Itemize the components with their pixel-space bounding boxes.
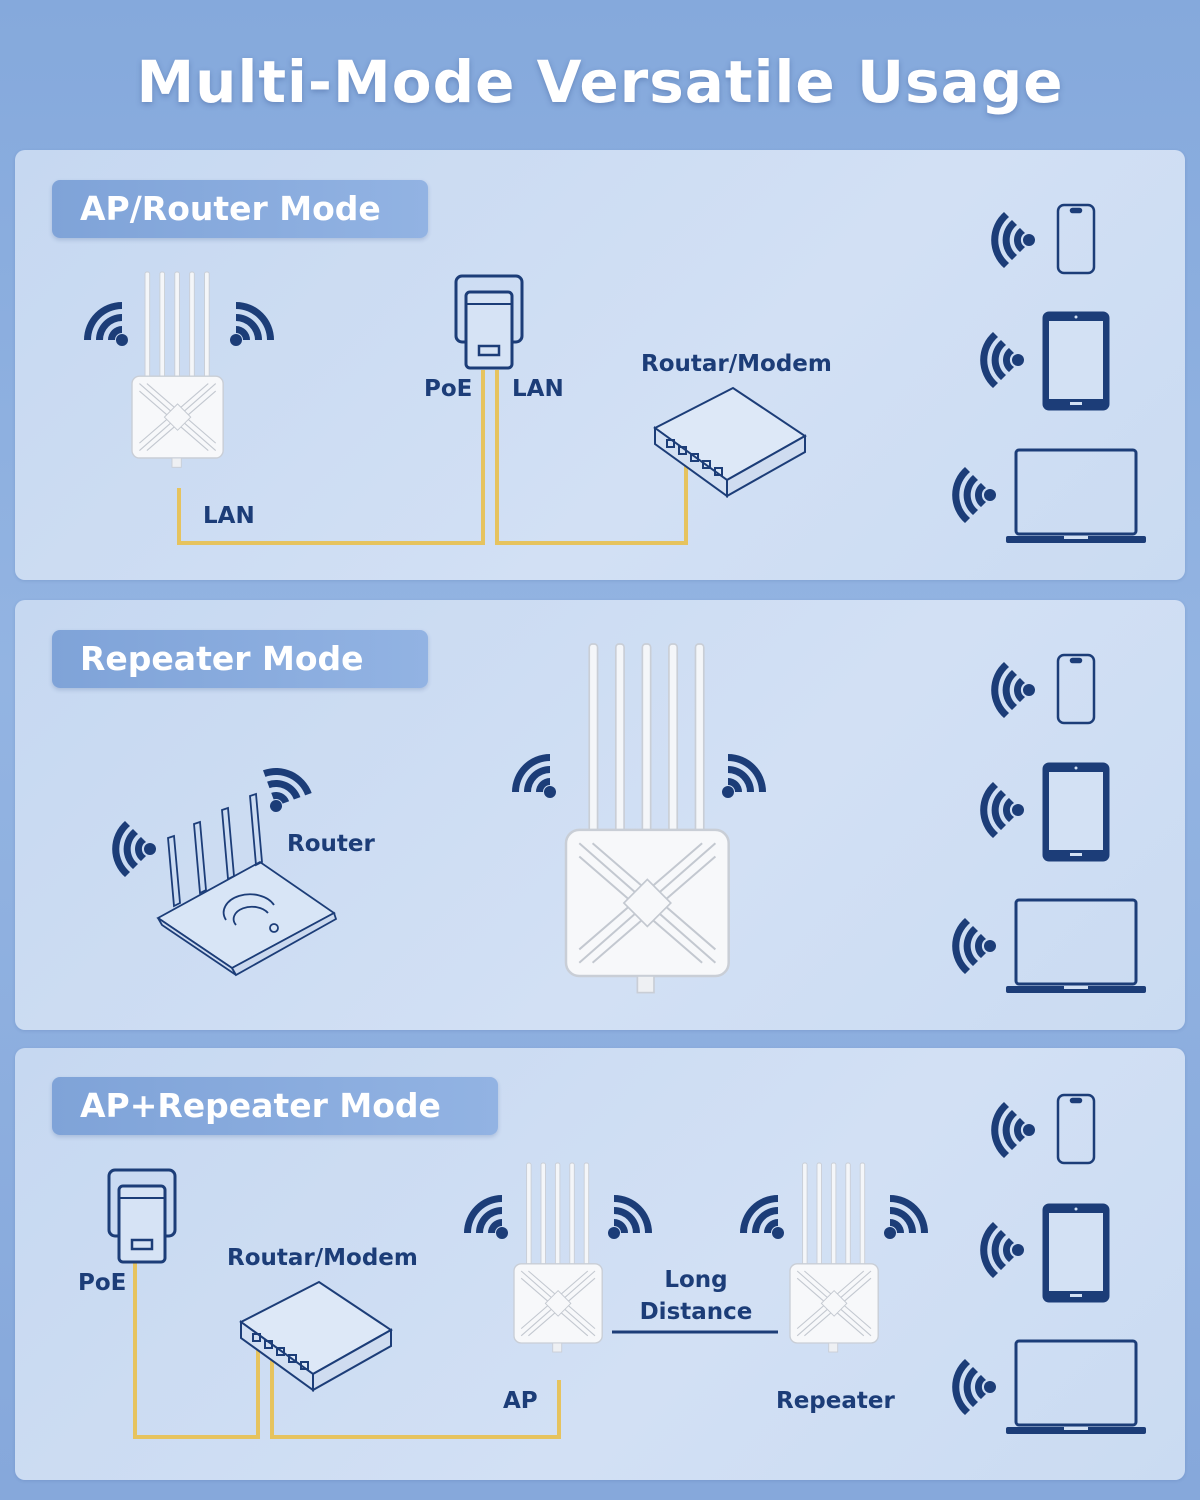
repeater-label: Repeater [776, 1388, 895, 1414]
wifi-signal-icon [980, 782, 1024, 838]
poe-label: PoE [424, 376, 473, 402]
router-device-icon [156, 792, 338, 977]
mode-badge-ap-repeater: AP+Repeater Mode [52, 1077, 498, 1135]
router-modem-label: Routar/Modem [641, 351, 832, 377]
page-title: Multi-Mode Versatile Usage [136, 48, 1064, 116]
laptop-icon [1004, 448, 1148, 545]
mode-badge-repeater: Repeater Mode [52, 630, 428, 688]
ap-repeater-mode-diagram [107, 1093, 1148, 1439]
laptop-icon [1004, 1339, 1148, 1436]
wifi-signal-icon [512, 754, 556, 798]
poe-injector-icon [107, 1168, 177, 1264]
ap-router-mode-diagram [84, 203, 1148, 545]
poe-injector-icon [454, 274, 524, 370]
repeater-device [789, 1162, 879, 1353]
router-modem-icon [240, 1281, 392, 1391]
wifi-signal-icon [464, 1195, 508, 1239]
access-point-device [131, 271, 224, 468]
wifi-signal-icon [952, 918, 996, 974]
wifi-signal-icon [952, 1359, 996, 1415]
wifi-signal-icon [952, 467, 996, 523]
router-modem-label: Routar/Modem [227, 1245, 418, 1271]
ap-label: AP [503, 1388, 538, 1414]
poe-label: PoE [78, 1270, 127, 1296]
wifi-signal-icon [980, 332, 1024, 388]
wifi-signal-icon [230, 302, 274, 346]
smartphone-icon [1056, 1093, 1096, 1165]
wifi-signal-icon [991, 212, 1035, 268]
lan-label: LAN [203, 503, 255, 529]
wifi-signal-icon [991, 1102, 1035, 1158]
mode-badge-ap-router: AP/Router Mode [52, 180, 428, 238]
tablet-icon [1042, 762, 1110, 862]
tablet-icon [1042, 311, 1110, 411]
smartphone-icon [1056, 653, 1096, 725]
router-modem-icon [654, 387, 806, 497]
access-point-device [564, 642, 730, 994]
laptop-icon [1004, 898, 1148, 995]
wifi-signal-icon [257, 757, 314, 814]
smartphone-icon [1056, 203, 1096, 275]
access-point-device [513, 1162, 603, 1353]
tablet-icon [1042, 1203, 1110, 1303]
lan-label: LAN [512, 376, 564, 402]
repeater-mode-diagram [112, 642, 1148, 995]
wifi-signal-icon [884, 1195, 928, 1239]
wifi-signal-icon [722, 754, 766, 798]
wifi-signal-icon [740, 1195, 784, 1239]
wifi-signal-icon [608, 1195, 652, 1239]
wifi-signal-icon [112, 821, 156, 877]
wifi-signal-icon [980, 1222, 1024, 1278]
router-label: Router [287, 831, 375, 857]
long-distance-label: Long Distance [639, 1267, 753, 1325]
wifi-signal-icon [84, 302, 128, 346]
wifi-signal-icon [991, 662, 1035, 718]
